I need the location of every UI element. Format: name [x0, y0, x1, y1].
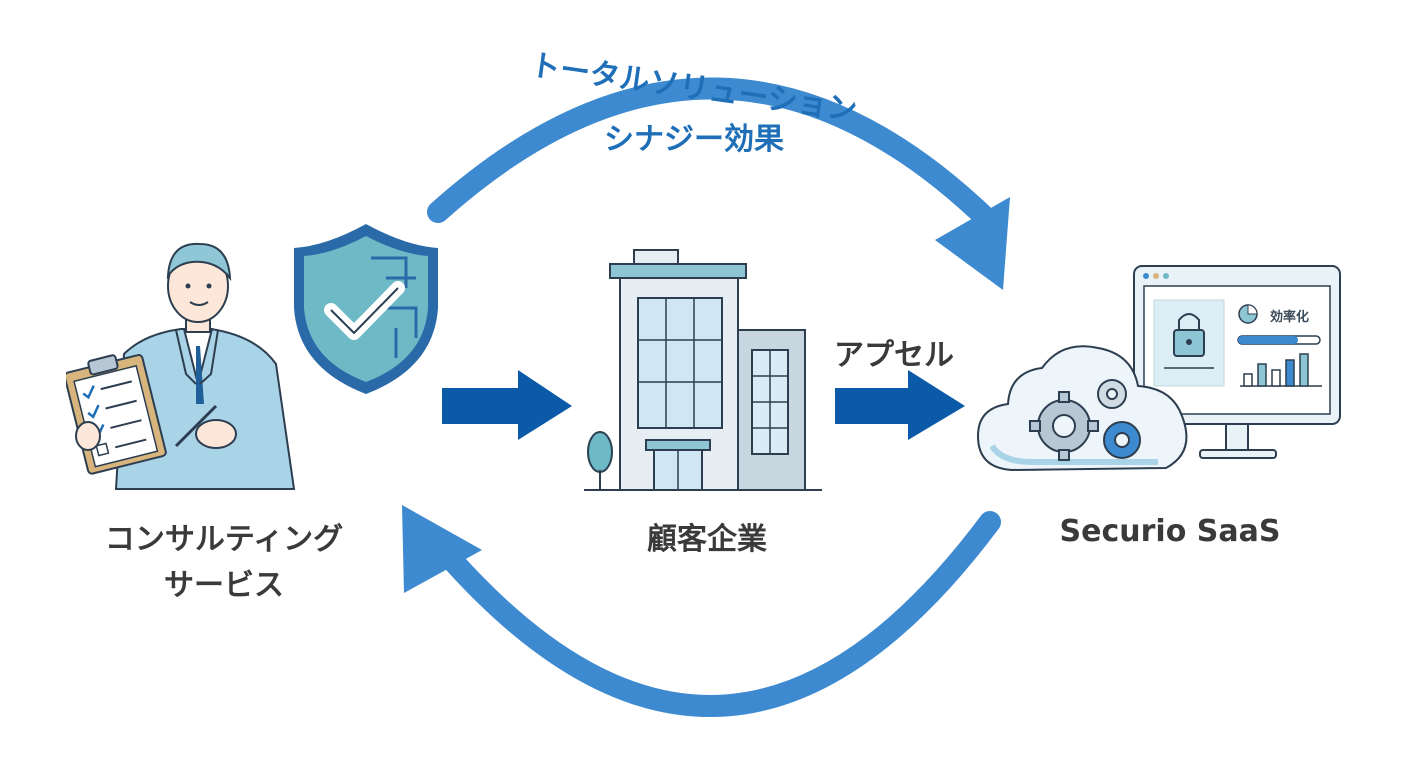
- monitor-dashboard-icon: [1133, 265, 1341, 459]
- shield-check-icon: [294, 224, 438, 394]
- consulting-label-line1: コンサルティング: [104, 522, 344, 557]
- monitor-efficiency-label: 効率化: [1270, 310, 1310, 325]
- bottom-cycle-arc: [441, 511, 1001, 718]
- consultant-person-icon: [66, 242, 296, 490]
- arrow-consulting-to-client: [442, 370, 572, 440]
- appeal-label: アプセル: [834, 338, 954, 373]
- cloud-gears-icon: [976, 345, 1188, 472]
- arrow-client-to-saas: [835, 370, 965, 440]
- client-label: 顧客企業: [647, 522, 767, 557]
- consulting-label-line2: サービス: [164, 568, 284, 603]
- bottom-arc-arrowhead: [402, 505, 482, 593]
- saas-label: Securio SaaS: [1059, 514, 1281, 549]
- synergy-label: シナジー効果: [604, 122, 784, 157]
- top-arc-arrowhead: [935, 197, 1010, 290]
- office-building-icon: [584, 249, 822, 491]
